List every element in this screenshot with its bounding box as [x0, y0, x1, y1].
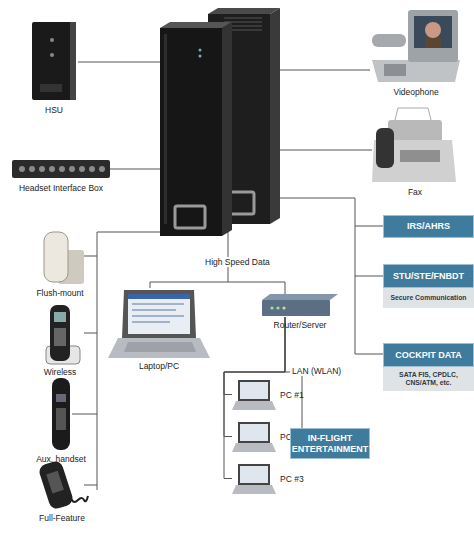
device-label: Full-Feature — [39, 513, 85, 523]
device-label: Wireless — [44, 367, 77, 377]
central-unit — [160, 8, 280, 236]
device-label: Flush-mount — [36, 288, 83, 298]
device-label: Aux. handset — [36, 454, 86, 464]
device-label: HSU — [45, 105, 63, 115]
system-box: STU/STE/FNBDTSecure Communication — [383, 264, 474, 308]
system-box: COCKPIT DATASATA FIS, CPDLC, CNS/ATM, et… — [383, 343, 474, 391]
network-connector — [224, 317, 285, 437]
headset-interface-box: Headset Interface Box — [12, 158, 110, 180]
device-label: Laptop/PC — [139, 361, 179, 371]
device-label: Fax — [408, 187, 422, 197]
system-box: IRS/AHRS — [383, 215, 474, 238]
laptop-illustration — [108, 290, 210, 358]
pc-illustrations — [232, 380, 276, 494]
router-illustration — [262, 294, 338, 316]
system-box: IN-FLIGHT ENTERTAINMENT — [290, 428, 370, 459]
box-subtitle: SATA FIS, CPDLC, CNS/ATM, etc. — [383, 367, 474, 391]
device-label: Headset Interface Box — [19, 183, 103, 193]
headset-box-illustration — [12, 160, 110, 178]
aux-handset: Aux. handset — [46, 376, 76, 451]
device-label: PC #3 — [280, 474, 304, 484]
videophone-illustration — [372, 10, 460, 82]
router-server: Router/Server — [262, 294, 338, 317]
device-label: Videophone — [393, 87, 438, 97]
network-label: LAN (WLAN) — [290, 366, 343, 376]
hsu-unit: HSU — [30, 20, 78, 102]
wireless-handset: Wireless — [36, 302, 84, 364]
flush-mount-handset: Flush-mount — [36, 228, 84, 285]
wireless-handset — [46, 305, 80, 364]
link-label: High Speed Data — [203, 257, 272, 267]
box-title: COCKPIT DATA — [383, 343, 474, 367]
flush-mount-handset — [44, 232, 84, 284]
network-connector — [224, 317, 285, 479]
fax-machine: Fax — [372, 106, 458, 184]
full-feature-handset: Full-Feature — [36, 458, 88, 510]
hsu-illustration — [32, 22, 76, 100]
laptop-pc: Laptop/PC — [108, 288, 210, 358]
box-title: STU/STE/FNBDT — [383, 264, 474, 288]
box-subtitle: Secure Communication — [383, 288, 474, 308]
pc-laptop: PC #1 — [232, 378, 276, 411]
full-feature-handset — [37, 459, 88, 510]
videophone: Videophone — [370, 8, 462, 84]
pc-laptop: PC #2 — [232, 420, 276, 453]
aux-handset — [52, 378, 70, 450]
device-label: Router/Server — [274, 320, 327, 330]
pc-laptop: PC #3 — [232, 462, 276, 495]
box-title: IN-FLIGHT ENTERTAINMENT — [288, 433, 372, 455]
box-title: IRS/AHRS — [403, 221, 454, 232]
device-label: PC #1 — [280, 390, 304, 400]
fax-illustration — [372, 108, 456, 182]
